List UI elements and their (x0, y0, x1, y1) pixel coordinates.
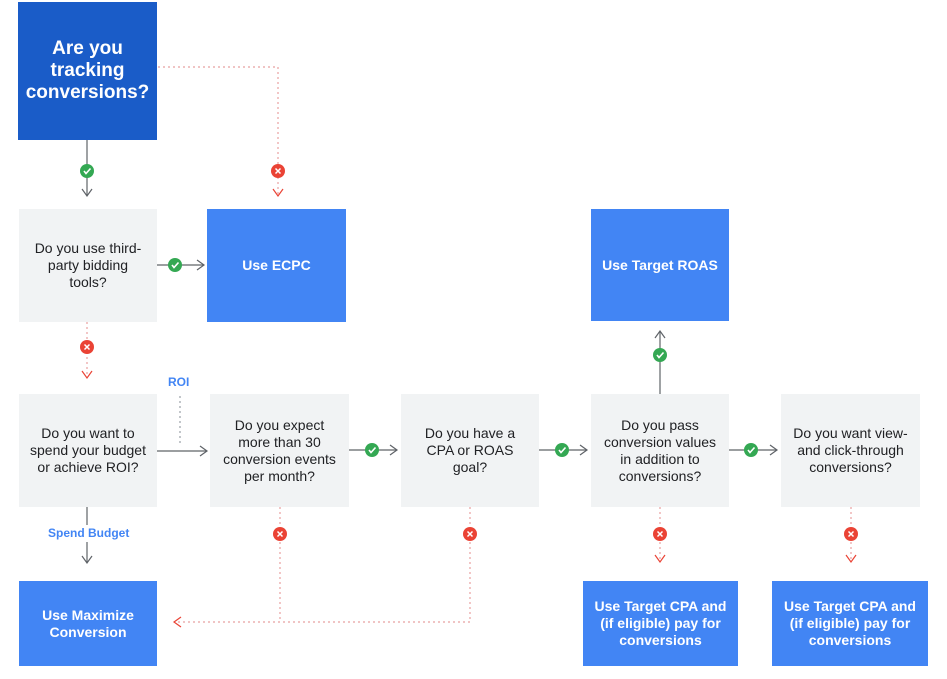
arrowhead-right (196, 259, 206, 271)
arrowhead-right (199, 445, 209, 457)
x-icon (653, 527, 667, 541)
arrowhead-up (654, 329, 666, 339)
arrowhead-down (81, 188, 93, 198)
node-target-cpa-2: Use Target CPA and (if eligible) pay for… (772, 581, 928, 666)
node-expect-30-text: Do you expect more than 30 conversion ev… (223, 416, 336, 484)
node-third-party-text: Do you use third-party bidding tools? (34, 240, 142, 290)
edge-label-roi: ROI (168, 375, 190, 389)
check-icon (80, 164, 94, 178)
node-view-click-text: Do you want view- and click-through conv… (793, 425, 908, 475)
node-start-text: Are you tracking conversions? (25, 38, 150, 103)
connector-start-no (158, 66, 279, 196)
x-icon (271, 164, 285, 178)
x-icon (844, 527, 858, 541)
arrowhead-right (389, 444, 399, 456)
node-ecpc: Use ECPC (207, 209, 346, 322)
node-target-cpa-1: Use Target CPA and (if eligible) pay for… (583, 581, 738, 666)
node-cpa-roas-goal: Do you have a CPA or ROAS goal? (401, 394, 539, 507)
arrowhead-left (172, 616, 182, 628)
arrowhead-down (845, 554, 857, 564)
node-maximize-conversion: Use Maximize Conversion (19, 581, 157, 666)
arrowhead-down (272, 188, 284, 198)
node-view-click: Do you want view- and click-through conv… (781, 394, 920, 507)
check-icon (653, 348, 667, 362)
x-icon (80, 340, 94, 354)
node-ecpc-text: Use ECPC (242, 257, 311, 273)
node-target-cpa-1-text: Use Target CPA and (if eligible) pay for… (594, 598, 727, 648)
x-icon (463, 527, 477, 541)
arrowhead-down (654, 554, 666, 564)
check-icon (168, 258, 182, 272)
node-start: Are you tracking conversions? (18, 2, 157, 140)
x-icon (273, 527, 287, 541)
node-expect-30: Do you expect more than 30 conversion ev… (210, 394, 349, 507)
connector-cpa-no (175, 507, 471, 623)
arrowhead-down (81, 370, 93, 380)
node-cpa-roas-goal-text: Do you have a CPA or ROAS goal? (424, 425, 516, 475)
node-spend-or-roi-text: Do you want to spend your budget or achi… (30, 425, 146, 475)
node-target-roas: Use Target ROAS (591, 209, 729, 321)
node-pass-values-text: Do you pass conversion values in additio… (603, 416, 717, 484)
no-badges (80, 164, 858, 541)
node-maximize-conversion-text: Use Maximize Conversion (42, 606, 134, 640)
check-icon (365, 443, 379, 457)
arrowhead-down (81, 555, 93, 565)
arrowhead-right (579, 444, 589, 456)
yes-badges (80, 164, 758, 457)
node-spend-or-roi: Do you want to spend your budget or achi… (19, 394, 157, 507)
edge-label-spend-budget: Spend Budget (48, 526, 130, 540)
node-third-party: Do you use third-party bidding tools? (19, 209, 157, 322)
arrowhead-right (769, 444, 779, 456)
node-target-cpa-2-text: Use Target CPA and (if eligible) pay for… (784, 598, 916, 648)
node-target-roas-text: Use Target ROAS (602, 256, 718, 273)
check-icon (744, 443, 758, 457)
check-icon (555, 443, 569, 457)
node-pass-values: Do you pass conversion values in additio… (591, 394, 729, 507)
